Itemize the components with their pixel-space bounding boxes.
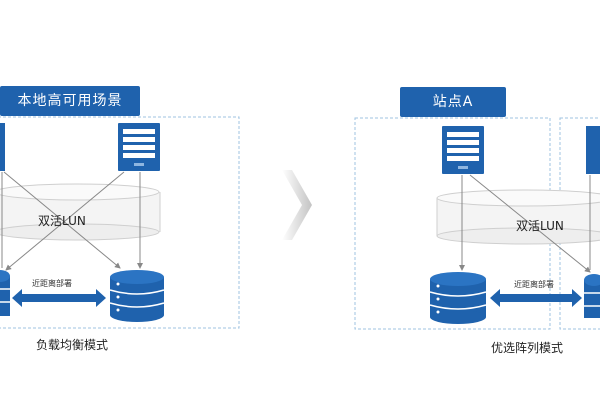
left-disk-array-2-icon (109, 270, 165, 322)
right-panel-caption: 优选阵列模式 (491, 341, 564, 355)
left-link-label: 近距离部署 (32, 279, 72, 288)
right-double-arrow-icon (490, 289, 582, 307)
chevron-right-icon (282, 170, 312, 240)
right-disk-array-a-icon (429, 272, 487, 324)
right-connection-lines (459, 174, 591, 273)
left-panel-title: 本地高可用场景 (0, 86, 140, 116)
left-panel-caption: 负载均衡模式 (36, 338, 109, 352)
right-link-label: 近距离部署 (514, 280, 554, 289)
left-double-arrow-icon (12, 289, 106, 307)
right-disk-array-b-icon (584, 274, 600, 318)
left-server-1-icon (0, 123, 5, 171)
left-lun-label: 双活LUN (38, 214, 86, 228)
right-site-a-title: 站点A (400, 87, 506, 117)
left-server-2-icon (118, 123, 160, 171)
right-lun-label: 双活LUN (516, 219, 564, 233)
right-server-b-icon (586, 126, 600, 174)
left-disk-array-1-icon (0, 270, 10, 316)
left-lun-cylinder (0, 183, 161, 241)
left-panel-frame (0, 116, 240, 329)
left-connection-lines (1, 171, 143, 271)
right-server-a-icon (442, 126, 484, 174)
right-lun-cylinder (436, 189, 600, 245)
